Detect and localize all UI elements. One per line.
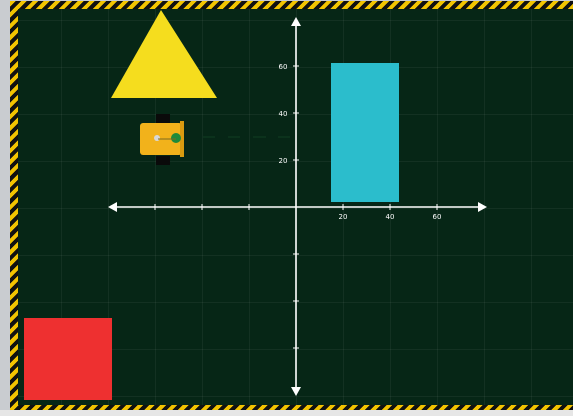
x-axis-right-arrow [478, 202, 487, 212]
robot-rear-sensor [154, 135, 160, 141]
x-axis-left-arrow [108, 202, 117, 212]
yellow-triangle[interactable] [111, 10, 217, 98]
y-axis-top-arrow [291, 17, 301, 26]
y-tick-label-40: 40 [279, 110, 288, 118]
x-tick-label-40: 40 [386, 213, 395, 221]
red-square[interactable] [24, 318, 112, 400]
y-tick-label-20: 20 [279, 157, 288, 165]
robot-wheel-bottom [156, 156, 170, 165]
robot[interactable] [140, 114, 184, 165]
y-tick-label-60: 60 [279, 63, 288, 71]
y-axis-bottom-arrow [291, 387, 301, 396]
x-tick-label-20: 20 [339, 213, 348, 221]
robot-front-sensor [171, 133, 181, 143]
cyan-rectangle[interactable] [331, 63, 399, 202]
x-tick-label-60: 60 [433, 213, 442, 221]
robot-wheel-top [156, 114, 170, 123]
